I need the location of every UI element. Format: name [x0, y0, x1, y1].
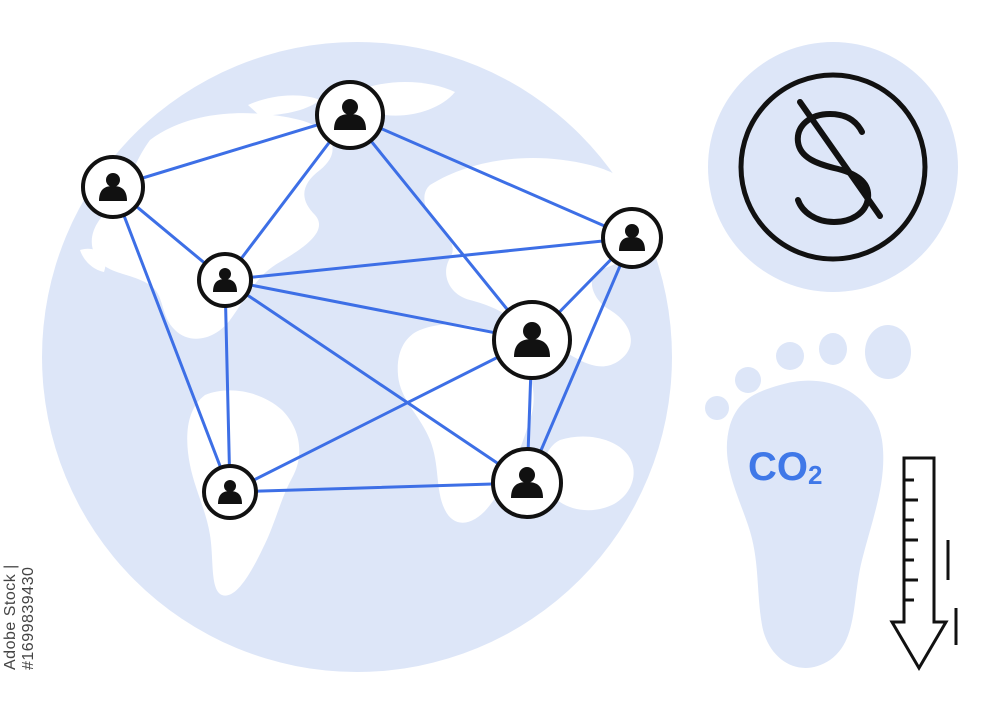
link — [111, 113, 352, 189]
network-nodes — [81, 80, 663, 520]
person-node — [197, 252, 253, 308]
person-icon — [511, 467, 543, 498]
person-icon — [619, 224, 645, 251]
link — [223, 236, 634, 282]
down-arrow-icon — [889, 456, 958, 671]
link — [111, 185, 232, 494]
footprint-icon — [705, 325, 911, 668]
co2-label: CO2 — [748, 445, 822, 490]
link — [348, 113, 534, 342]
link — [228, 338, 534, 494]
person-icon — [514, 322, 550, 357]
link — [348, 113, 634, 240]
link — [223, 278, 534, 342]
person-node — [81, 155, 145, 219]
toe — [865, 325, 911, 379]
person-node — [601, 207, 663, 269]
person-icon — [334, 99, 366, 130]
link — [525, 236, 634, 485]
toe — [705, 396, 729, 420]
person-icon — [218, 480, 242, 504]
person-node — [315, 80, 385, 150]
person-node — [202, 464, 258, 520]
toe — [776, 342, 804, 370]
person-icon — [213, 268, 237, 292]
footprint-sole — [726, 380, 884, 668]
toe — [819, 333, 847, 365]
person-icon — [99, 173, 127, 201]
person-node — [491, 447, 563, 519]
link — [228, 481, 529, 494]
co2-subscript: 2 — [808, 460, 822, 490]
dollar-icon — [708, 42, 958, 292]
link — [223, 278, 529, 485]
link — [223, 278, 232, 494]
toe — [735, 367, 761, 393]
watermark: Adobe Stock | #1699839430 — [2, 564, 37, 670]
person-node — [492, 300, 572, 380]
dollar-coin — [738, 72, 928, 262]
